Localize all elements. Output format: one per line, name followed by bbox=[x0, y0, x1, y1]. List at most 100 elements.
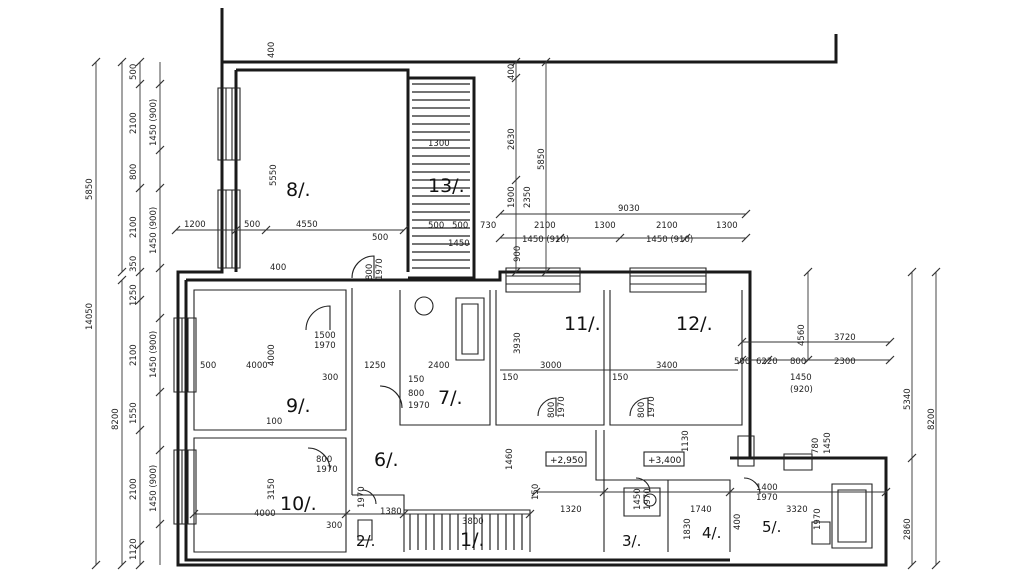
dim-2630: 2630 bbox=[507, 128, 517, 150]
room-label-9: 9/. bbox=[286, 395, 311, 417]
dimension-tick bbox=[803, 355, 813, 365]
room11-outline bbox=[495, 290, 605, 426]
door-arc-12 bbox=[629, 397, 649, 417]
room5-walls bbox=[730, 456, 888, 567]
dim-c1450d: 1450 (900) bbox=[149, 465, 159, 512]
dimension-tick bbox=[117, 267, 127, 277]
dimension-tick bbox=[231, 225, 241, 235]
dim-1970j: 1970 bbox=[813, 508, 823, 530]
room-label-2: 2/. bbox=[356, 532, 375, 550]
toilet-3 bbox=[623, 487, 661, 517]
dimension-tick bbox=[763, 355, 773, 365]
dim-100: 100 bbox=[266, 417, 282, 427]
dim-500e: 500 bbox=[200, 361, 216, 371]
dimension-tick bbox=[541, 57, 551, 67]
dimension-texts-vertical: 400 5850 14050 8200 500 2100 1450 (900) … bbox=[85, 42, 937, 560]
dim-c1120: 1120 bbox=[129, 538, 139, 560]
dim-1830: 1830 bbox=[683, 518, 693, 540]
toilet-3-bowl bbox=[643, 493, 657, 507]
dim-left-8200: 8200 bbox=[111, 408, 121, 430]
dim-5850b: 5850 bbox=[537, 148, 547, 170]
dim-3930: 3930 bbox=[513, 332, 523, 354]
dim-500f: 500 bbox=[734, 357, 750, 367]
dim-2100f: 2100 bbox=[656, 221, 678, 231]
dimension-tick bbox=[599, 487, 609, 497]
bathtub-7 bbox=[455, 297, 485, 361]
level-marker-2: +3,400 bbox=[648, 456, 682, 466]
dimension-tick bbox=[531, 487, 541, 497]
dim-1320: 1320 bbox=[560, 505, 582, 515]
dimension-tick bbox=[341, 509, 351, 519]
bathtub-5-inner bbox=[837, 489, 867, 543]
wc-2 bbox=[357, 519, 373, 541]
dimension-tick bbox=[741, 233, 751, 243]
dim-4000a: 4000 bbox=[267, 344, 277, 366]
washbasin-7 bbox=[414, 296, 434, 316]
dimension-tick bbox=[511, 267, 521, 277]
dimension-tick bbox=[737, 355, 747, 365]
dim-c1450b: 1450 (900) bbox=[149, 207, 159, 254]
dimension-tick bbox=[135, 425, 145, 435]
room-label-12: 12/. bbox=[676, 313, 713, 335]
dimension-tick bbox=[135, 560, 145, 570]
dimension-tick bbox=[135, 79, 145, 89]
dim-2860: 2860 bbox=[903, 518, 913, 540]
dim-800d: 800 bbox=[547, 402, 557, 418]
door-arc-7 bbox=[379, 385, 403, 409]
dimension-tick bbox=[741, 209, 751, 219]
dimension-tick bbox=[135, 295, 145, 305]
level-box-1 bbox=[545, 451, 587, 467]
dim-1450j: 1450 bbox=[823, 432, 833, 454]
dimension-ticks bbox=[91, 57, 941, 570]
dim-800g: 800 bbox=[316, 455, 332, 465]
door-arc-9 bbox=[305, 305, 331, 331]
dim-9030: 9030 bbox=[618, 204, 640, 214]
dimension-tick bbox=[261, 225, 271, 235]
left-outer-wall bbox=[176, 62, 750, 567]
stair1-outline bbox=[404, 509, 531, 552]
room-label-10: 10/. bbox=[280, 493, 317, 515]
door-arc-3 bbox=[635, 477, 651, 493]
dimension-tick bbox=[885, 337, 895, 347]
room9-outline bbox=[193, 289, 347, 431]
partition-b bbox=[595, 430, 612, 481]
dim-c2100c: 2100 bbox=[129, 344, 139, 366]
dimension-tick bbox=[117, 275, 127, 285]
dim-c2100d: 2100 bbox=[129, 478, 139, 500]
dim-1970d: 1970 bbox=[557, 396, 567, 418]
dim-c1250: 1250 bbox=[129, 284, 139, 306]
dim-3000: 3000 bbox=[540, 361, 562, 371]
dimension-tick bbox=[399, 509, 409, 519]
level-marker-1: +2,950 bbox=[550, 456, 584, 466]
dim-4000b: 4000 bbox=[246, 361, 268, 371]
dimension-tick bbox=[135, 183, 145, 193]
dimension-tick bbox=[737, 337, 747, 347]
toilet-5 bbox=[811, 521, 831, 545]
door-swings bbox=[305, 255, 761, 505]
inner-south-west-wall bbox=[184, 280, 730, 562]
dimension-tick bbox=[525, 509, 535, 519]
window-11 bbox=[505, 267, 581, 293]
dim-1450k: 1450 bbox=[633, 488, 643, 510]
dimension-tick bbox=[155, 313, 165, 323]
dim-left-5850: 5850 bbox=[85, 178, 95, 200]
dimension-tick bbox=[495, 233, 505, 243]
level-box-2 bbox=[643, 451, 685, 467]
top-boundary-wall bbox=[220, 8, 838, 64]
dimension-tick bbox=[907, 267, 917, 277]
dim-6220: 6220 bbox=[756, 357, 778, 367]
dim-1130: 1130 bbox=[681, 430, 691, 452]
dim-1400: 1400 bbox=[756, 483, 778, 493]
dim-1250: 1250 bbox=[364, 361, 386, 371]
outer-walls bbox=[176, 8, 888, 567]
dimension-tick bbox=[725, 487, 735, 497]
dimension-tick bbox=[511, 175, 521, 185]
dim-1970c: 1970 bbox=[408, 401, 430, 411]
dimension-tick bbox=[511, 57, 521, 67]
dim-5340: 5340 bbox=[903, 388, 913, 410]
dim-4550: 4550 bbox=[296, 220, 318, 230]
dim-150b: 150 bbox=[502, 373, 518, 383]
dimension-tick bbox=[189, 509, 199, 519]
dimension-tick bbox=[931, 267, 941, 277]
dimension-tick bbox=[117, 57, 127, 67]
